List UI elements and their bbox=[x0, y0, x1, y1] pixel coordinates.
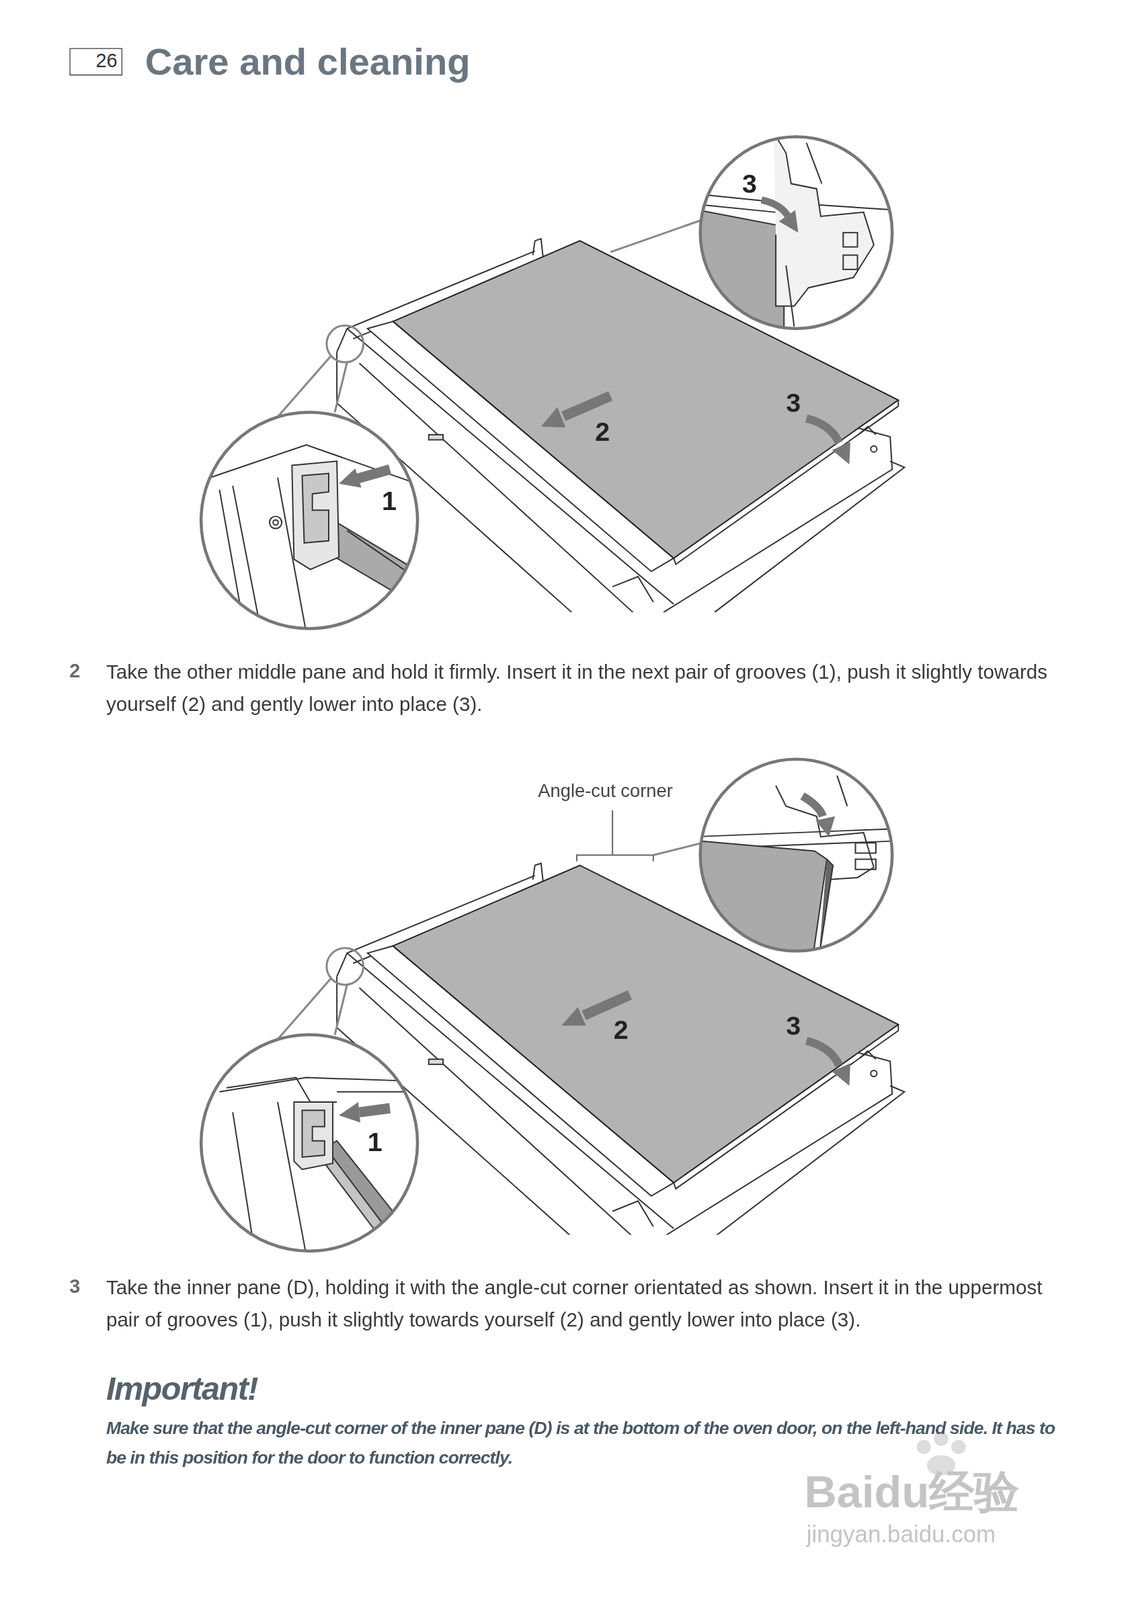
step-number: 2 bbox=[69, 660, 80, 685]
page-number-box: 26 bbox=[69, 47, 123, 76]
callout-number: 2 bbox=[613, 1016, 629, 1043]
watermark: jingyan.baidu.com bbox=[806, 1523, 997, 1547]
callout-number: 3 bbox=[742, 170, 757, 197]
callout-number: 3 bbox=[785, 1012, 801, 1039]
callout-number: 1 bbox=[381, 488, 397, 515]
callout-number: 1 bbox=[367, 1129, 383, 1156]
part-label: Angle-cut corner bbox=[537, 781, 673, 804]
instruction-text: Take the other middle pane and hold it f… bbox=[106, 655, 1071, 721]
instruction-text: Take the inner pane (D), holding it with… bbox=[106, 1271, 1071, 1337]
callout-number: 3 bbox=[785, 389, 801, 417]
page-title: Care and cleaning bbox=[145, 43, 471, 81]
step-number: 3 bbox=[69, 1275, 80, 1300]
note-text: Make sure that the angle-cut corner of t… bbox=[106, 1413, 1077, 1473]
note-heading: Important! bbox=[106, 1372, 258, 1408]
page-number: 26 bbox=[96, 49, 118, 72]
callout-number: 2 bbox=[594, 418, 610, 446]
watermark: Baidu经验 bbox=[804, 1470, 1020, 1516]
